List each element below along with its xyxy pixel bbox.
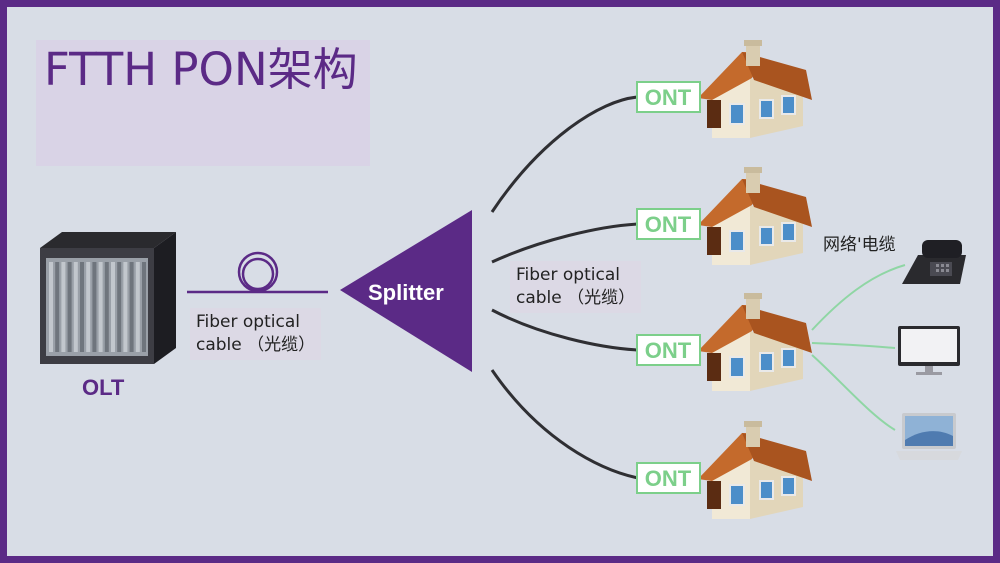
fiber-branch-1 [490,95,639,213]
fiber-branch-2 [491,222,639,264]
fiber-cable-label-right-line1: Fiber optical [516,265,620,285]
house-1 [698,40,812,138]
ont-box-3 [636,334,701,366]
house-4 [698,421,812,519]
splitter-label: Splitter [368,280,444,305]
ont-label-1: ONT [645,85,692,110]
house-3 [698,293,812,391]
laptop-icon [896,413,962,460]
page-title: FTTH PON架构 [44,43,358,96]
ont-box-2 [636,208,701,240]
fiber-branch-4 [490,369,639,480]
ont-label-4: ONT [645,466,692,491]
network-lines [811,264,906,431]
ont-label-3: ONT [645,338,692,363]
fiber-cable-label-left-line2: cable （光缆） [196,335,316,355]
fiber-branch-3 [491,308,639,352]
fiber-branches [490,95,639,480]
fiber-cable-label-right-line2: cable （光缆） [516,288,636,308]
title-background [36,40,370,166]
phone-icon [902,240,966,284]
network-cable-label: 网络'电缆 [823,235,896,255]
network-line-phone [811,264,906,331]
ont-box-1 [636,81,701,113]
network-line-monitor [811,342,896,349]
fiber-cable-label-left-line1: Fiber optical [196,312,300,332]
network-line-laptop [811,354,896,431]
ont-label-2: ONT [645,212,692,237]
olt-chassis-icon [40,232,176,364]
monitor-icon [898,326,960,375]
house-2 [698,167,812,265]
splitter-triangle [340,210,472,372]
fiber-cable-label-right: Fiber optical cable （光缆） [510,261,642,313]
fiber-cable-left [187,251,328,294]
fiber-cable-label-left: Fiber optical cable （光缆） [190,308,322,360]
olt-label: OLT [82,375,125,400]
ont-box-4 [636,462,701,494]
